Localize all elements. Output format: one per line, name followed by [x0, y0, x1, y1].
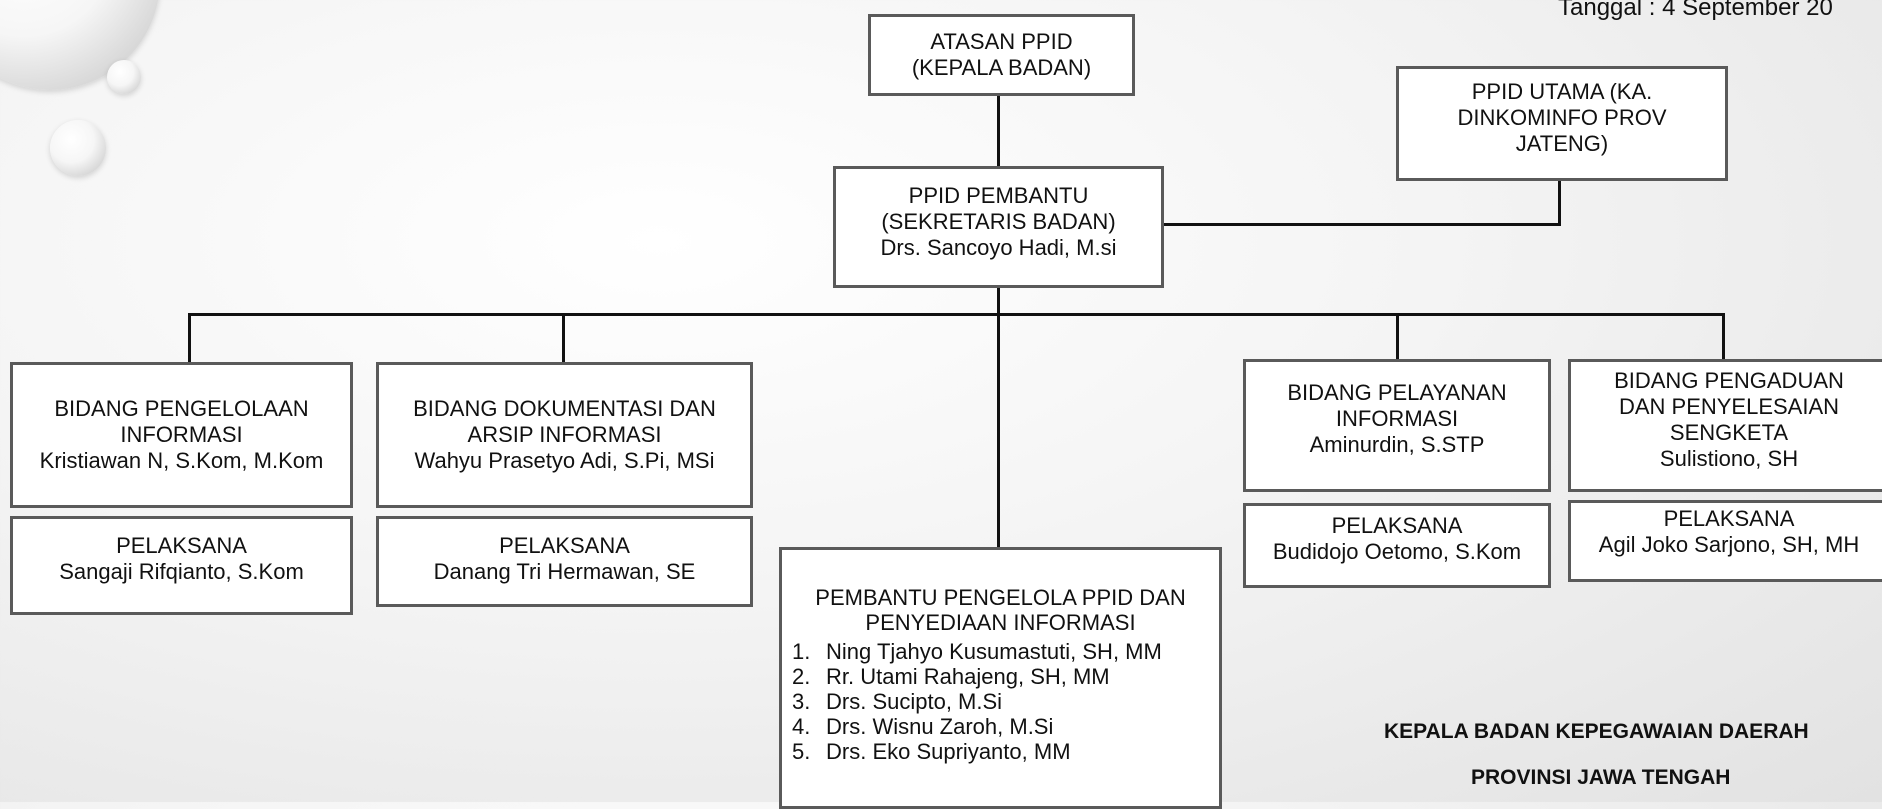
pengaduan-line1: BIDANG PENGADUAN	[1614, 368, 1844, 393]
pembantu-pengelola-box: PEMBANTU PENGELOLA PPID DAN PENYEDIAAN I…	[779, 547, 1222, 809]
connector-drop-pengaduan	[1722, 313, 1725, 360]
bidang-dokumentasi-box: BIDANG DOKUMENTASI DAN ARSIP INFORMASI W…	[376, 362, 753, 508]
pengelolaan-pelaksana-name: Sangaji Rifqianto, S.Kom	[59, 559, 304, 584]
pelayanan-line1: BIDANG PELAYANAN	[1287, 380, 1507, 405]
pembantu-subtitle: (SEKRETARIS BADAN)	[881, 209, 1116, 234]
footer-line1: KEPALA BADAN KEPEGAWAIAN DAERAH	[1384, 720, 1809, 743]
connector-pembantu-utama-h	[1164, 223, 1561, 226]
atasan-ppid-box: ATASAN PPID (KEPALA BADAN)	[868, 14, 1135, 96]
list-item: 2.Rr. Utami Rahajeng, SH, MM	[792, 664, 1110, 689]
pengelola-member-list: 1.Ning Tjahyo Kusumastuti, SH, MM 2.Rr. …	[792, 639, 1219, 764]
pengaduan-pelaksana-box: PELAKSANA Agil Joko Sarjono, SH, MH	[1568, 500, 1882, 582]
decorative-bubble-medium	[50, 120, 106, 176]
dokumentasi-line1: BIDANG DOKUMENTASI DAN	[413, 396, 716, 421]
bidang-pengelolaan-box: BIDANG PENGELOLAAN INFORMASI Kristiawan …	[10, 362, 353, 508]
list-item: 1.Ning Tjahyo Kusumastuti, SH, MM	[792, 639, 1162, 664]
bidang-pengaduan-box: BIDANG PENGADUAN DAN PENYELESAIAN SENGKE…	[1568, 359, 1882, 492]
pembantu-title: PPID PEMBANTU	[908, 183, 1089, 208]
pengelolaan-line2: INFORMASI	[120, 422, 243, 447]
decorative-bubble-small	[107, 60, 141, 94]
connector-drop-dokumentasi	[562, 313, 565, 363]
dokumentasi-pelaksana-name: Danang Tri Hermawan, SE	[433, 559, 696, 584]
list-item: 3.Drs. Sucipto, M.Si	[792, 689, 1003, 714]
pengaduan-pelaksana-name: Agil Joko Sarjono, SH, MH	[1598, 532, 1860, 557]
connector-pembantu-down	[997, 287, 1000, 552]
pengaduan-name: Sulistiono, SH	[1659, 446, 1799, 471]
atasan-title: ATASAN PPID	[930, 29, 1073, 54]
connector-atasan-pembantu	[997, 94, 1000, 167]
list-item: 4.Drs. Wisnu Zaroh, M.Si	[792, 714, 1054, 739]
connector-drop-pelayanan	[1396, 313, 1399, 360]
connector-drop-pengelolaan	[188, 313, 191, 363]
pengelolaan-pelaksana-box: PELAKSANA Sangaji Rifqianto, S.Kom	[10, 516, 353, 615]
utama-line1: PPID UTAMA (KA.	[1471, 79, 1653, 104]
pengelolaan-line1: BIDANG PENGELOLAAN	[54, 396, 309, 421]
pelayanan-name: Aminurdin, S.STP	[1309, 432, 1485, 457]
connector-horizontal-bus	[188, 313, 1725, 316]
pengelola-subtitle: PENYEDIAAN INFORMASI	[865, 610, 1136, 635]
dokumentasi-line2: ARSIP INFORMASI	[467, 422, 662, 447]
date-text: Tanggal : 4 September 20	[1558, 0, 1833, 21]
pengaduan-pelaksana-title: PELAKSANA	[1663, 506, 1795, 531]
pengaduan-line3: SENGKETA	[1669, 420, 1789, 445]
utama-line2: DINKOMINFO PROV	[1457, 105, 1667, 130]
pelayanan-pelaksana-title: PELAKSANA	[1331, 513, 1463, 538]
list-item: 5.Drs. Eko Supriyanto, MM	[792, 739, 1071, 764]
pengelolaan-pelaksana-title: PELAKSANA	[116, 533, 247, 558]
pembantu-name: Drs. Sancoyo Hadi, M.si	[880, 235, 1117, 260]
pengelola-title: PEMBANTU PENGELOLA PPID DAN	[815, 585, 1186, 610]
pelayanan-line2: INFORMASI	[1335, 406, 1459, 431]
dokumentasi-name: Wahyu Prasetyo Adi, S.Pi, MSi	[414, 448, 715, 473]
atasan-subtitle: (KEPALA BADAN)	[911, 55, 1092, 80]
pengaduan-line2: DAN PENYELESAIAN	[1618, 394, 1840, 419]
dokumentasi-pelaksana-title: PELAKSANA	[499, 533, 630, 558]
pelayanan-pelaksana-name: Budidojo Oetomo, S.Kom	[1272, 539, 1522, 564]
ppid-pembantu-box: PPID PEMBANTU (SEKRETARIS BADAN) Drs. Sa…	[833, 166, 1164, 288]
connector-pembantu-utama-v	[1558, 181, 1561, 226]
utama-line3: JATENG)	[1515, 131, 1609, 156]
dokumentasi-pelaksana-box: PELAKSANA Danang Tri Hermawan, SE	[376, 516, 753, 607]
footer-line2: PROVINSI JAWA TENGAH	[1471, 766, 1731, 789]
bidang-pelayanan-box: BIDANG PELAYANAN INFORMASI Aminurdin, S.…	[1243, 359, 1551, 492]
pelayanan-pelaksana-box: PELAKSANA Budidojo Oetomo, S.Kom	[1243, 503, 1551, 588]
pengelolaan-name: Kristiawan N, S.Kom, M.Kom	[39, 448, 324, 473]
ppid-utama-box: PPID UTAMA (KA. DINKOMINFO PROV JATENG)	[1396, 66, 1728, 181]
